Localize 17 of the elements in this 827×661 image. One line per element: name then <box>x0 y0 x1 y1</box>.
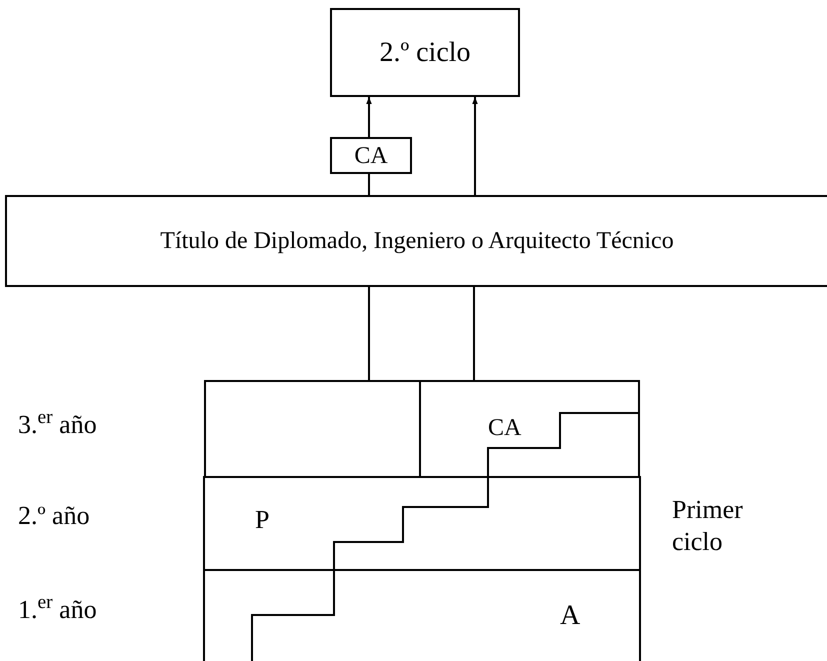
region-label: A <box>560 599 580 633</box>
table-cell <box>421 380 640 477</box>
arrow <box>472 97 478 195</box>
table-cell <box>204 380 421 477</box>
year-label: 3.$^{er}$ año <box>18 406 97 441</box>
connector-line <box>368 287 370 380</box>
degree-box: Título de Diplomado, Ingeniero o Arquitecto Técnico <box>5 195 827 287</box>
year-label: 2.º año <box>18 500 90 532</box>
cycle-box: 2.º ciclo <box>330 8 520 97</box>
cycle-label: Primer ciclo <box>672 494 744 558</box>
region-label: P <box>255 504 270 536</box>
ca-box: CA <box>330 137 412 174</box>
arrow <box>366 97 372 137</box>
region-label: CA <box>488 414 522 443</box>
year-label: 1.$^{er}$ año <box>18 591 97 626</box>
connector-line <box>473 287 475 380</box>
connector-line <box>368 174 370 195</box>
